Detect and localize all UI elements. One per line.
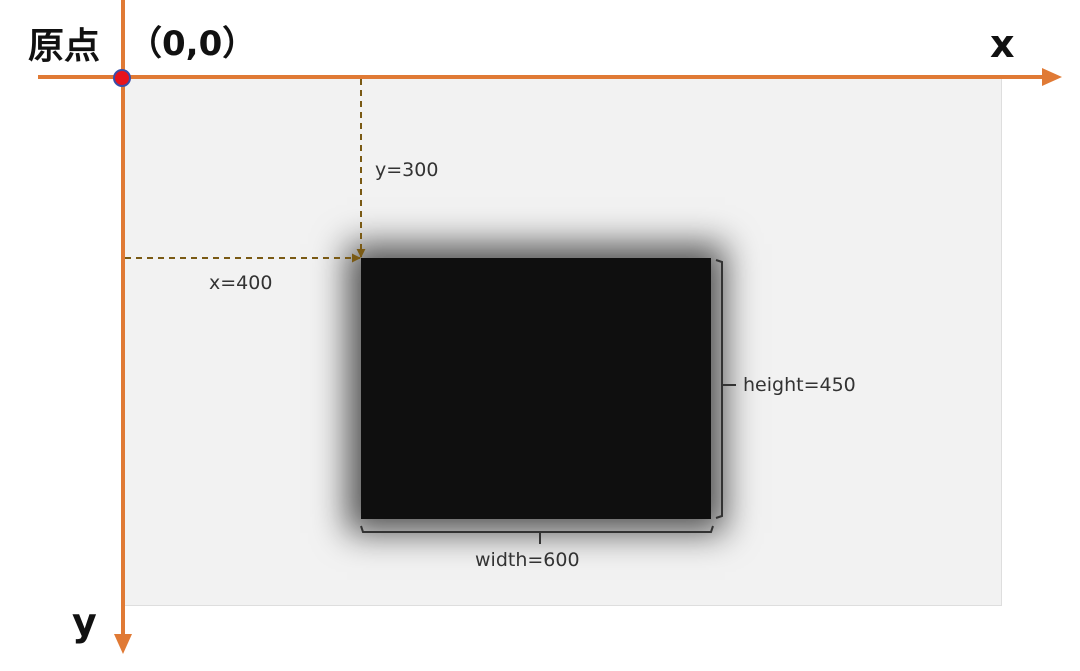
height-label: height=450 bbox=[743, 374, 856, 396]
width-label: width=600 bbox=[475, 549, 580, 571]
rectangle bbox=[361, 258, 711, 519]
height-bracket bbox=[715, 259, 723, 519]
origin-dot bbox=[113, 69, 131, 87]
x-axis-arrowhead bbox=[1042, 68, 1062, 86]
x-offset-label: x=400 bbox=[209, 272, 273, 294]
origin-label: 原点 bbox=[28, 26, 101, 67]
y-axis-arrowhead bbox=[114, 634, 132, 654]
origin-coords-label: （0,0） bbox=[128, 24, 257, 64]
width-bracket bbox=[360, 525, 714, 533]
x-axis-label: x bbox=[990, 22, 1015, 66]
y-axis-label: y bbox=[72, 600, 97, 644]
y-offset-label: y=300 bbox=[375, 159, 439, 181]
